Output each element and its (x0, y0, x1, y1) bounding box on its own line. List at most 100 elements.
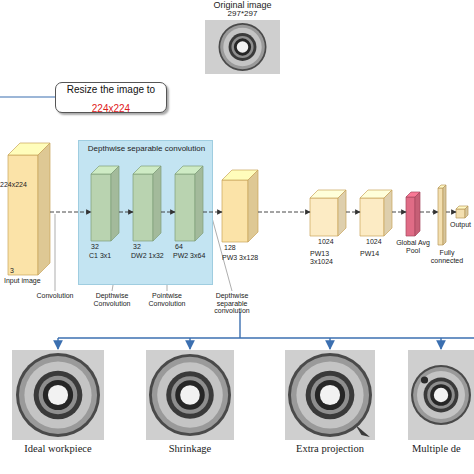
dashed-arrow (203, 212, 222, 213)
pointwise-slab: 1024PW13 3x1024 (310, 190, 346, 236)
defect-spot (421, 376, 428, 383)
ring-circle (149, 354, 231, 436)
ring-circle (39, 376, 78, 415)
channel-count: 32 (91, 243, 119, 251)
channel-count: 3 (10, 267, 30, 275)
channel-count: 128 (224, 244, 254, 252)
ring-circle (219, 23, 267, 71)
ring-circle (411, 365, 471, 425)
dashed-arrow (346, 212, 360, 213)
ring-circle (237, 41, 249, 53)
node-outline (91, 166, 119, 241)
ring-circle (320, 385, 340, 405)
ring-circle (180, 385, 200, 405)
ring-circle (427, 381, 455, 409)
node-outline (222, 170, 258, 242)
ring-circle (43, 380, 73, 410)
ring-circle (306, 371, 355, 420)
photo-background (146, 350, 234, 440)
slab-side (153, 166, 161, 241)
workpiece-photo (408, 350, 474, 440)
dashed-arrow (446, 212, 456, 213)
resize-box: Resize the image to 224x224 (55, 82, 167, 113)
ring-circle (34, 371, 83, 420)
photo-background (408, 350, 474, 440)
channel-count: 1024 (318, 238, 348, 246)
operation-label: Convolution (30, 292, 80, 300)
ring-circle (231, 36, 253, 58)
slab-side (465, 206, 468, 218)
ring-circle (288, 353, 372, 437)
workpiece-photo (205, 20, 280, 74)
operation-label: Depthwise Convolution (87, 292, 137, 307)
slab-front (222, 180, 248, 242)
image-caption: Ideal workpiece (0, 443, 116, 455)
ring-circle (19, 356, 97, 434)
node-outline (310, 190, 346, 236)
ring-circle (234, 38, 251, 55)
slab-shape (310, 190, 346, 236)
conv-slab: 32C1 3x1 (91, 166, 119, 241)
slab-shape (8, 143, 50, 275)
input-line (0, 96, 55, 97)
layer-name: PW3 3x128 (222, 254, 262, 262)
sample-photo: Shrinkage (146, 350, 234, 440)
slab-shape (438, 185, 446, 245)
slab-shape (456, 206, 468, 218)
dashed-arrow (258, 212, 310, 213)
tree-stem (239, 312, 240, 338)
ring-circle (311, 376, 350, 415)
dense-slab: Fully connected (438, 185, 446, 245)
resize-size: 224x224 (92, 103, 130, 114)
slab-front (406, 197, 415, 236)
ring-circle (48, 385, 68, 405)
layer-name: PW14 (360, 250, 396, 258)
ring-circle (291, 356, 369, 434)
slab-front (175, 174, 195, 241)
ring-circle (220, 25, 265, 70)
sample-photo: Ideal workpiece (12, 350, 104, 440)
pointwise-slab: 64PW2 3x64 (175, 166, 203, 241)
dashed-arrow (420, 212, 438, 213)
pool-slab: Global Avg Pool (406, 192, 420, 236)
original-photo: Original image297*297 (205, 20, 280, 74)
image-caption: Shrinkage (134, 443, 246, 455)
photo-background (12, 350, 104, 440)
ring-circle (229, 33, 257, 61)
slab-front (310, 198, 338, 236)
slab-side (443, 185, 446, 245)
photo-background (205, 20, 280, 74)
tree-branch (57, 338, 58, 349)
slab-side (111, 166, 119, 241)
node-outline (12, 350, 104, 440)
layer-name: Output (450, 221, 474, 229)
slab-front (8, 155, 38, 275)
channel-count: 1024 (366, 238, 396, 246)
slab-side (195, 166, 203, 241)
resize-text: Resize the image to (67, 84, 155, 95)
slab-shape (175, 166, 203, 241)
ring-circle (166, 371, 214, 419)
separable-band: Depthwise separable convolution32C1 3x13… (78, 140, 213, 285)
ring-circle (152, 357, 228, 433)
slab-front (133, 174, 153, 241)
text-wrap: Resize the image to 224x224 (65, 79, 157, 116)
slab-side (338, 190, 346, 236)
slab-side (415, 192, 420, 236)
slab-side (384, 190, 392, 236)
slab-shape (133, 166, 161, 241)
workpiece-photo (285, 350, 375, 440)
ring-circle (171, 376, 209, 414)
node-outline (285, 350, 375, 440)
dashed-arrow (392, 212, 406, 213)
ring-circle (413, 367, 469, 423)
node-outline (406, 192, 420, 236)
operation-label: Depthwise separable convolution (200, 292, 264, 315)
workpiece-photo (146, 350, 234, 440)
slab-shape (406, 192, 420, 236)
layer-name: PW2 3x64 (173, 252, 213, 260)
layer-name: PW13 3x1024 (310, 250, 346, 265)
ring-circle (175, 380, 205, 410)
slab-shape (222, 170, 258, 242)
